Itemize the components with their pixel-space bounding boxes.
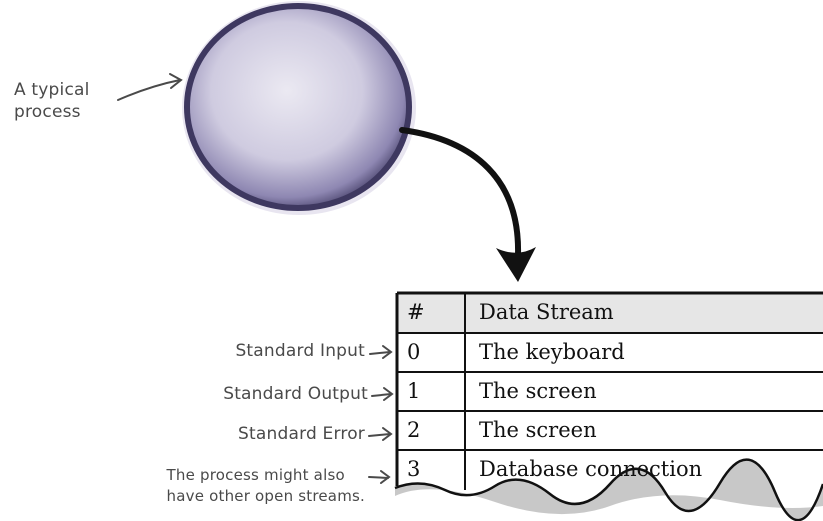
process-circle bbox=[182, 1, 416, 215]
process-label: A typical process bbox=[14, 79, 90, 123]
standard-output-arrow bbox=[371, 387, 394, 401]
table-header-stream: Data Stream bbox=[479, 300, 614, 324]
standard-input-arrow bbox=[369, 345, 393, 359]
standard-error-label: Standard Error bbox=[238, 424, 365, 444]
process-label-line-1: A typical bbox=[14, 80, 90, 100]
table-row-number: 0 bbox=[407, 340, 421, 364]
other-streams-line-1: The process might also bbox=[166, 466, 345, 484]
curved-arrow bbox=[399, 127, 536, 282]
table-row-stream: The screen bbox=[479, 418, 597, 442]
table-header-background bbox=[397, 293, 823, 333]
annotation-arrows bbox=[368, 345, 394, 484]
other-streams-arrow bbox=[368, 470, 391, 484]
table-row-number: 1 bbox=[407, 379, 421, 403]
standard-output-label: Standard Output bbox=[223, 384, 368, 404]
table-row-stream: Database connection bbox=[479, 457, 703, 481]
process-label-arrow bbox=[117, 73, 183, 101]
data-stream-table bbox=[394, 291, 823, 521]
other-streams-line-2: have other open streams. bbox=[166, 487, 365, 505]
standard-input-label: Standard Input bbox=[235, 341, 365, 361]
table-row-stream: The keyboard bbox=[479, 340, 625, 364]
process-label-line-2: process bbox=[14, 102, 81, 122]
table-row-number: 3 bbox=[407, 457, 421, 481]
table-row-stream: The screen bbox=[479, 379, 597, 403]
table-header-number: # bbox=[407, 300, 425, 324]
other-streams-label: The process might also have other open s… bbox=[167, 465, 365, 507]
standard-error-arrow bbox=[368, 427, 393, 441]
table-row-number: 2 bbox=[407, 418, 421, 442]
